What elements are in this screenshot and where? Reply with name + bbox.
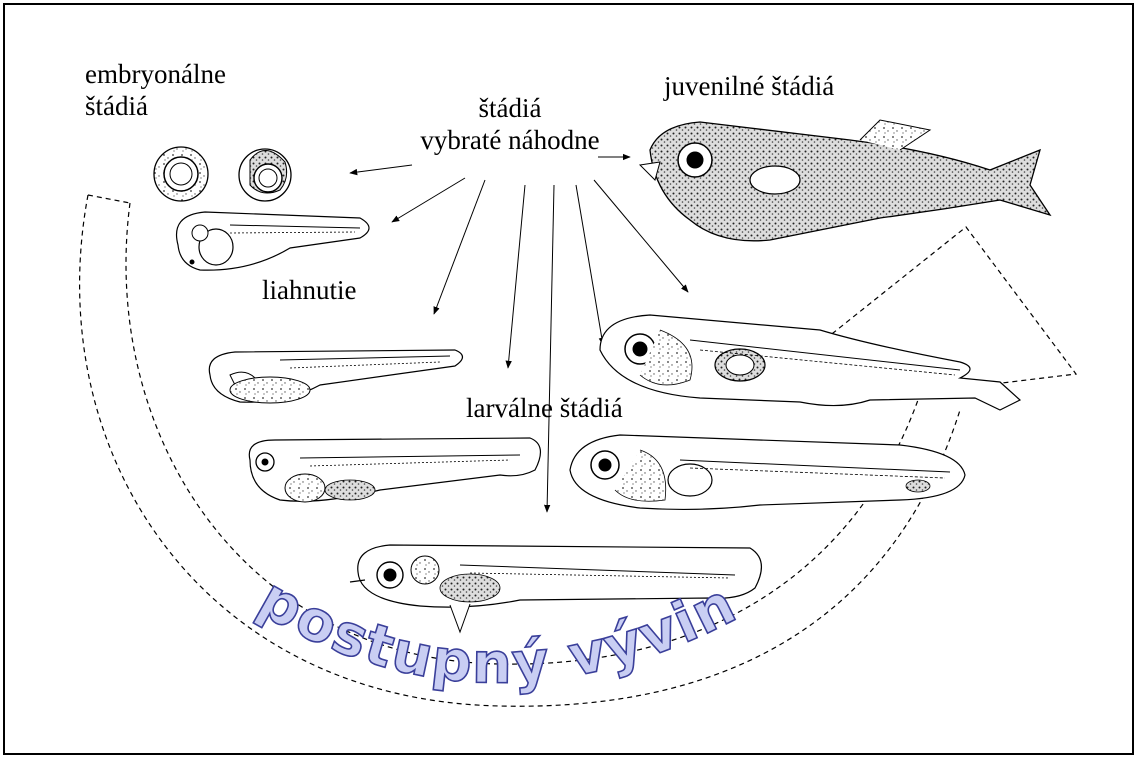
arrow-to-embryo: [392, 178, 465, 222]
larva-drawing: [570, 435, 965, 509]
larva-drawing: [600, 315, 1020, 410]
arrow-to-larva-3: [576, 185, 603, 345]
random-label-line-2: vybraté náhodne: [390, 124, 630, 156]
development-arc-tail: [88, 195, 130, 203]
arrow-to-larva-1: [434, 180, 485, 314]
larval-stages-label: larválne štádiá: [466, 392, 623, 424]
egg-drawing: [154, 147, 208, 201]
embryo-drawing: [177, 212, 369, 270]
larva-drawing: [249, 438, 540, 502]
random-stages-label: štádiá vybraté náhodne: [390, 92, 630, 156]
larva-drawing: [209, 350, 462, 403]
hatching-label: liahnutie: [262, 274, 356, 306]
egg-drawing: [239, 149, 291, 201]
arrow-to-larva-2: [508, 185, 525, 368]
embryonic-label-line-1: embryonálne: [85, 58, 226, 90]
random-label-line-1: štádiá: [390, 92, 630, 124]
juvenile-fish-drawing: [640, 120, 1050, 241]
arrow-to-larva-5: [547, 185, 554, 512]
embryonic-label-line-2: štádiá: [85, 90, 226, 122]
juvenile-stages-label: juvenilné štádiá: [664, 70, 834, 102]
arrow-to-eggs: [350, 165, 412, 173]
embryonic-stages-label: embryonálne štádiá: [85, 58, 226, 122]
